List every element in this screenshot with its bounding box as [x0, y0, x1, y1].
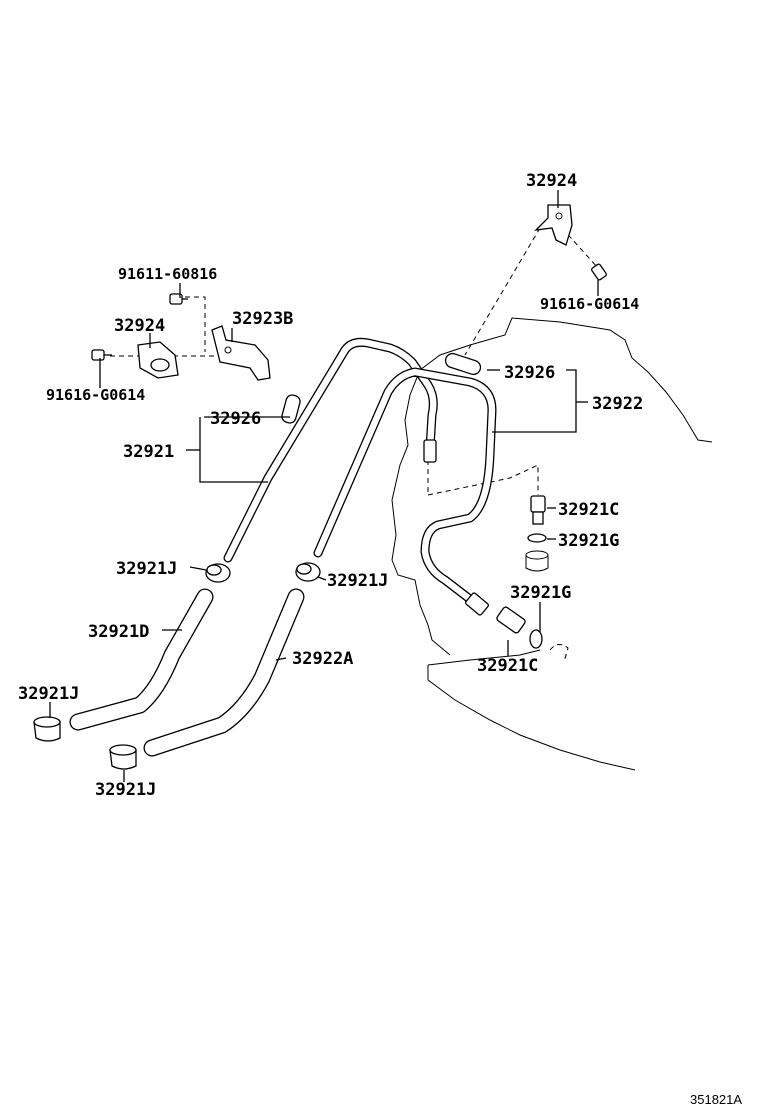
gasket-32921G-lower — [529, 629, 543, 649]
hose-32921D — [69, 588, 214, 731]
label-91616-right: 91616-G0614 — [540, 295, 639, 313]
bracket-32924-left — [137, 341, 179, 379]
label-32921D: 32921D — [88, 622, 149, 642]
pipe-32922 — [313, 367, 497, 616]
label-32926-left: 32926 — [210, 409, 261, 429]
bolt-91616-left — [91, 349, 112, 361]
label-32923B: 32923B — [232, 309, 293, 329]
leader-lines — [49, 190, 599, 782]
grommet-32926-right — [444, 352, 482, 376]
engine-outline — [391, 317, 713, 771]
label-32926-right: 32926 — [504, 363, 555, 383]
label-32921G-upper: 32921G — [558, 531, 619, 551]
hose-32922A — [143, 588, 305, 757]
label-32921C-upper: 32921C — [558, 500, 619, 520]
label-91616-left: 91616-G0614 — [46, 386, 145, 404]
clamp-32921J-a — [205, 563, 231, 583]
grommet-32926-left — [281, 394, 301, 424]
label-32921G-lower: 32921G — [510, 583, 571, 603]
label-32922A: 32922A — [292, 649, 353, 669]
part-labels: 32924 91616-G0614 91611-60816 32924 3292… — [18, 171, 742, 1107]
seat-outline — [525, 550, 549, 572]
clamp-32921J-c — [33, 716, 61, 742]
bolt-91611-60816 — [169, 293, 188, 305]
label-32924-left: 32924 — [114, 316, 165, 336]
label-32922: 32922 — [592, 394, 643, 414]
bracket-32923B — [211, 325, 271, 381]
label-32921: 32921 — [123, 442, 174, 462]
label-32921J-b: 32921J — [327, 571, 388, 591]
label-32921J-c: 32921J — [18, 684, 79, 704]
label-32921C-lower: 32921C — [477, 656, 538, 676]
clamp-32921J-d — [109, 744, 137, 770]
dashed-leaders — [110, 227, 599, 496]
port-outline — [549, 644, 569, 663]
gasket-32921G-upper — [527, 533, 547, 543]
clamp-32921J-b — [295, 562, 321, 582]
bracket-32924-top — [534, 204, 573, 246]
union-32921C-upper — [530, 495, 546, 525]
label-32921J-d: 32921J — [95, 780, 156, 800]
pipe-32921 — [223, 337, 438, 563]
bolt-91616-right — [591, 263, 607, 281]
reference-code: 351821A — [690, 1092, 742, 1107]
label-32924-top: 32924 — [526, 171, 577, 191]
label-91611-60816: 91611-60816 — [118, 265, 217, 283]
label-32921J-a: 32921J — [116, 559, 177, 579]
union-32921C-lower — [496, 606, 526, 634]
